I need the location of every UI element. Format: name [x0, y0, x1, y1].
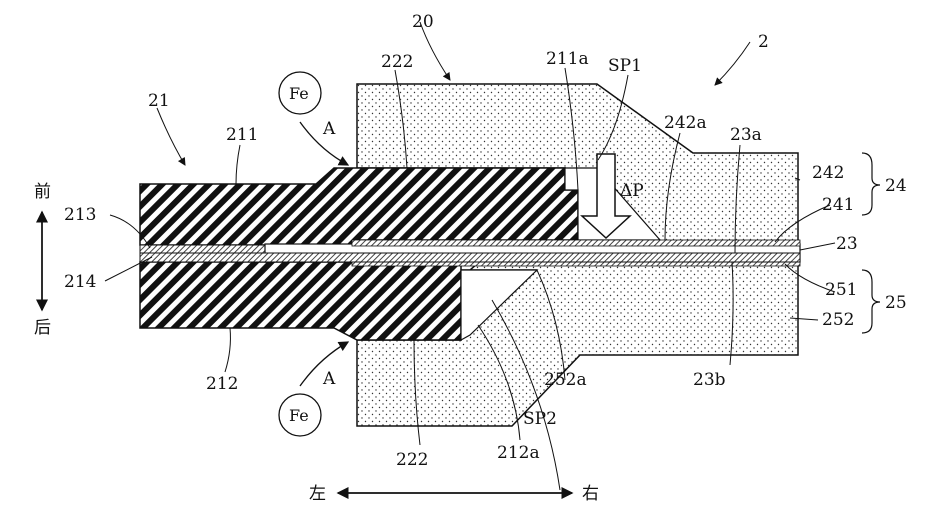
brace-24	[862, 153, 880, 215]
label-sp2: SP2	[523, 409, 557, 429]
label-222-top: 222	[381, 52, 413, 72]
label-241: 241	[822, 195, 854, 215]
label-23: 23	[836, 234, 858, 254]
brace-25	[862, 270, 880, 333]
label-back: 后	[34, 318, 51, 338]
label-left: 左	[309, 484, 326, 504]
upper-resin-211	[140, 168, 578, 245]
label-211a: 211a	[546, 49, 589, 69]
label-242a: 242a	[664, 113, 707, 133]
label-23a: 23a	[730, 125, 762, 145]
label-a-bottom: A	[322, 369, 336, 389]
label-242: 242	[812, 163, 844, 183]
label-251: 251	[825, 280, 857, 300]
label-252a: 252a	[544, 370, 587, 390]
label-a-top: A	[322, 119, 336, 139]
label-24: 24	[885, 176, 907, 196]
layer-241	[352, 240, 800, 246]
label-front: 前	[34, 182, 51, 202]
label-213: 213	[64, 205, 96, 225]
label-fe-bottom: Fe	[289, 406, 309, 425]
label-212: 212	[206, 374, 238, 394]
label-23b: 23b	[693, 370, 726, 390]
label-252: 252	[822, 310, 854, 330]
label-212a: 212a	[497, 443, 540, 463]
lower-resin-212	[140, 262, 461, 340]
label-sp1: SP1	[608, 56, 642, 76]
label-25: 25	[885, 293, 907, 313]
label-delta-p: ΔP	[620, 181, 644, 201]
layer-214	[140, 253, 800, 262]
label-20: 20	[412, 12, 434, 32]
label-right: 右	[582, 484, 599, 504]
label-2: 2	[758, 32, 769, 52]
label-fe-top: Fe	[289, 84, 309, 103]
label-21: 21	[148, 91, 170, 111]
label-214: 214	[64, 272, 96, 292]
label-211: 211	[226, 125, 258, 145]
label-222-bottom: 222	[396, 450, 428, 470]
